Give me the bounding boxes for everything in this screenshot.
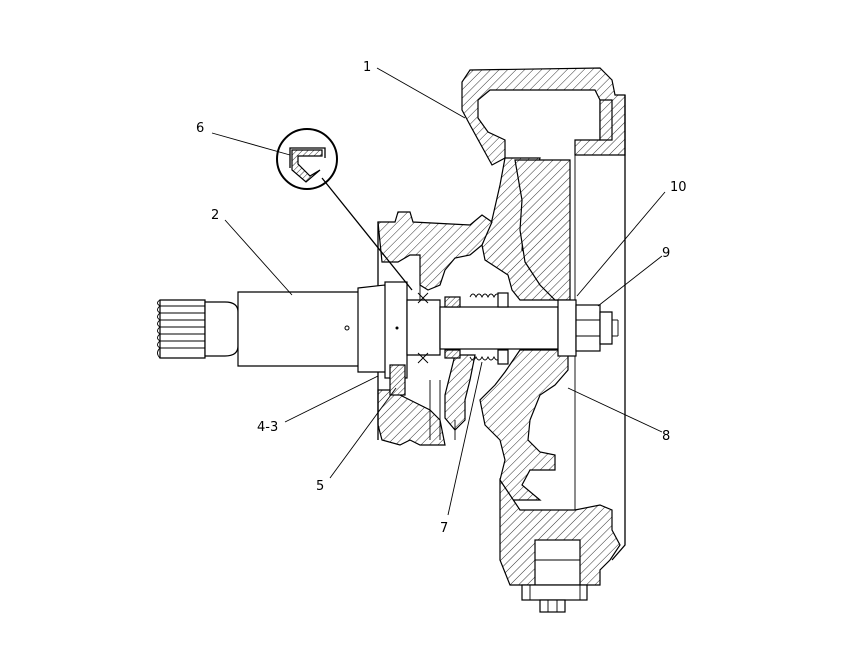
leader-lines <box>211 67 666 516</box>
callout-4-3: 4-3 <box>257 420 278 435</box>
drive-shaft <box>157 281 619 396</box>
bearing-housing <box>377 211 493 446</box>
callout-1: 1 <box>363 60 371 75</box>
detail-view-circle <box>276 128 413 291</box>
callout-8: 8 <box>662 429 670 444</box>
callout-labels: 1 6 2 4-3 5 7 8 9 10 <box>196 60 687 536</box>
callout-7: 7 <box>440 521 448 536</box>
callout-9: 9 <box>662 246 670 261</box>
pump-housing <box>461 67 626 613</box>
callout-5: 5 <box>316 479 324 494</box>
callout-6: 6 <box>196 121 204 136</box>
callout-2: 2 <box>211 208 219 223</box>
callout-10: 10 <box>670 180 687 195</box>
